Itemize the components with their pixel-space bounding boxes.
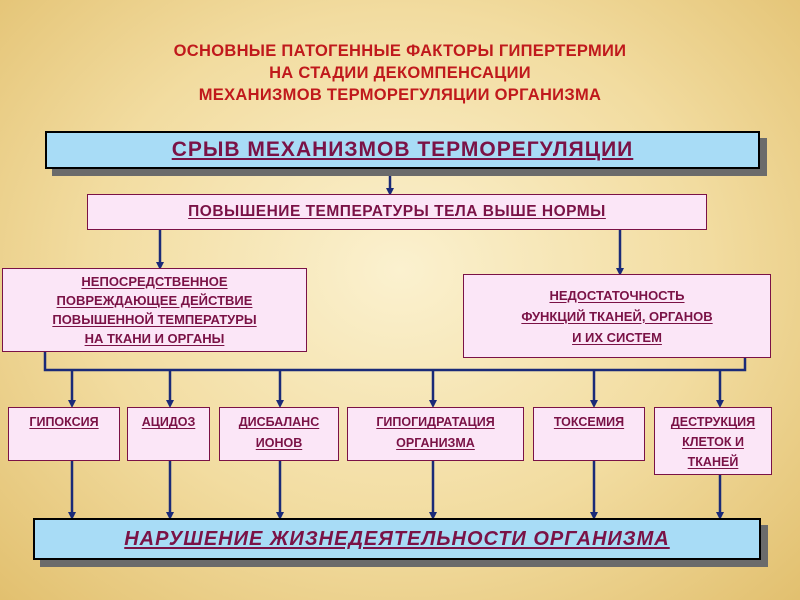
factor-acidosis-label: АЦИДОЗ: [141, 415, 196, 429]
insufficiency-line-2: ФУНКЦИЙ ТКАНЕЙ, ОРГАНОВ: [521, 308, 713, 324]
direct-damage-box: НЕПОСРЕДСТВЕННОЕ ПОВРЕЖДАЮЩЕЕ ДЕЙСТВИЕ П…: [2, 268, 307, 352]
direct-damage-line-2: ПОВРЕЖДАЮЩЕЕ ДЕЙСТВИЕ: [56, 293, 253, 308]
factor-toxemia-box: ТОКСЕМИЯ: [533, 407, 645, 461]
vital-activity-disruption-label: НАРУШЕНИЕ ЖИЗНЕДЕЯТЕЛЬНОСТИ ОРГАНИЗМА: [124, 527, 670, 550]
title-line-3: МЕХАНИЗМОВ ТЕРМОРЕГУЛЯЦИИ ОРГАНИЗМА: [198, 86, 602, 104]
factor-hypohydration-box: ГИПОГИДРАТАЦИЯ ОРГАНИЗМА: [347, 407, 524, 461]
collector-bus: [43, 352, 747, 372]
direct-damage-line-3: ПОВЫШЕННОЙ ТЕМПЕРАТУРЫ: [52, 312, 257, 327]
title-line-1: ОСНОВНЫЕ ПАТОГЕННЫЕ ФАКТОРЫ ГИПЕРТЕРМИИ: [173, 42, 627, 60]
vital-activity-disruption-banner: НАРУШЕНИЕ ЖИЗНЕДЕЯТЕЛЬНОСТИ ОРГАНИЗМА: [33, 518, 761, 560]
factor-hypoxia-box: ГИПОКСИЯ: [8, 407, 120, 461]
factor-destruction-line-1: ДЕСТРУКЦИЯ: [670, 415, 756, 429]
direct-damage-line-1: НЕПОСРЕДСТВЕННОЕ: [81, 274, 228, 289]
insufficiency-line-3: И ИХ СИСТЕМ: [572, 329, 662, 345]
factor-destruction-line-3: ТКАНЕЙ: [687, 455, 739, 469]
direct-damage-line-4: НА ТКАНИ И ОРГАНЫ: [84, 331, 225, 346]
factor-ion-imbalance-line-2: ИОНОВ: [255, 436, 303, 450]
factor-destruction-line-2: КЛЕТОК И: [682, 435, 744, 449]
factor-toxemia-label: ТОКСЕМИЯ: [553, 415, 625, 429]
insufficiency-box: НЕДОСТАТОЧНОСТЬ ФУНКЦИЙ ТКАНЕЙ, ОРГАНОВ …: [463, 274, 771, 358]
factor-destruction-box: ДЕСТРУКЦИЯ КЛЕТОК И ТКАНЕЙ: [654, 407, 772, 475]
factor-hypoxia-label: ГИПОКСИЯ: [29, 415, 99, 429]
factor-ion-imbalance-box: ДИСБАЛАНС ИОНОВ: [219, 407, 339, 461]
title-line-2: НА СТАДИИ ДЕКОМПЕНСАЦИИ: [269, 64, 531, 82]
factor-hypohydration-line-1: ГИПОГИДРАТАЦИЯ: [376, 415, 495, 429]
slide-title: ОСНОВНЫЕ ПАТОГЕННЫЕ ФАКТОРЫ ГИПЕРТЕРМИИ …: [40, 40, 760, 106]
temperature-increase-box: ПОВЫШЕНИЕ ТЕМПЕРАТУРЫ ТЕЛА ВЫШЕ НОРМЫ: [87, 194, 707, 230]
thermoregulation-failure-label: СРЫВ МЕХАНИЗМОВ ТЕРМОРЕГУЛЯЦИИ: [171, 138, 634, 161]
factor-hypohydration-line-2: ОРГАНИЗМА: [396, 436, 475, 450]
thermoregulation-failure-banner: СРЫВ МЕХАНИЗМОВ ТЕРМОРЕГУЛЯЦИИ: [45, 131, 760, 169]
insufficiency-line-1: НЕДОСТАТОЧНОСТЬ: [549, 287, 685, 303]
factor-ion-imbalance-line-1: ДИСБАЛАНС: [238, 415, 320, 429]
factor-acidosis-box: АЦИДОЗ: [127, 407, 210, 461]
temperature-increase-label: ПОВЫШЕНИЕ ТЕМПЕРАТУРЫ ТЕЛА ВЫШЕ НОРМЫ: [188, 203, 606, 220]
